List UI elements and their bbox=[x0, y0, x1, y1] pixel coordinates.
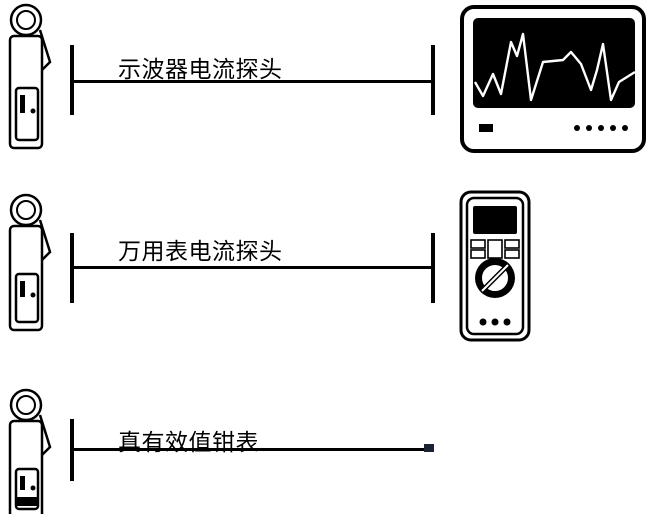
probe-end-bar bbox=[431, 45, 435, 115]
probe-label: 万用表电流探头 bbox=[118, 239, 283, 265]
probe-cable-line bbox=[72, 80, 434, 83]
multimeter-icon bbox=[459, 190, 531, 342]
clamp-probe-icon bbox=[8, 193, 52, 332]
probe-cable-line bbox=[72, 448, 430, 451]
probe-row-oscilloscope: 示波器电流探头 bbox=[0, 0, 648, 160]
clamp-meter-icon bbox=[8, 388, 52, 514]
clamp-probe-icon bbox=[8, 3, 52, 150]
probe-cable-line bbox=[72, 266, 434, 269]
probe-row-clamp-meter: 真有效值钳表 bbox=[0, 385, 648, 514]
oscilloscope-icon bbox=[460, 5, 646, 153]
probe-end-bar bbox=[431, 233, 435, 303]
probe-label: 示波器电流探头 bbox=[118, 57, 283, 83]
cable-end-marker bbox=[424, 444, 434, 452]
probe-label: 真有效值钳表 bbox=[118, 430, 259, 456]
probe-row-multimeter: 万用表电流探头 bbox=[0, 190, 648, 350]
